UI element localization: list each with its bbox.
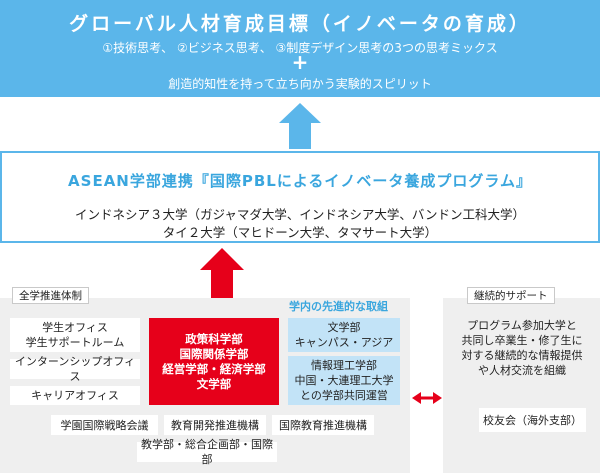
internship-office-box: インターンシップオフィス — [10, 355, 140, 383]
red-up-arrow-icon — [200, 248, 244, 298]
education-development-org-box: 教育開発推進機構 — [164, 415, 266, 435]
letters-campus-asia-box: 文学部 キャンパス・アジア — [288, 318, 400, 352]
info-science-dalian-box: 情報理工学部 中国・大連理工大学 との学部共同運営 — [288, 356, 400, 405]
faculties-box: 政策科学部 国際関係学部 経営学部・経済学部 文学部 — [149, 318, 279, 405]
continuous-support-tag: 継続的サポート — [467, 287, 555, 304]
goal-spirit: 創造的知性を持って立ち向かう実験的スピリット — [168, 77, 432, 91]
goal-title: グローバル人材育成目標（イノベータの育成） — [69, 13, 531, 35]
global-strategy-council-box: 学園国際戦略会議 — [51, 415, 158, 435]
alumni-association-box: 校友会（海外支部） — [479, 408, 586, 432]
goal-thinking-mix: ①技術思考、 ②ビジネス思考、 ③制度デザイン思考の3つの思考ミックス — [102, 41, 498, 55]
blue-up-arrow-icon — [279, 103, 321, 149]
admin-divisions-box: 教学部・総合企画部・国際部 — [137, 438, 277, 466]
advanced-initiatives-label: 学内の先進的な取組 — [289, 300, 388, 313]
career-office-box: キャリアオフィス — [10, 386, 140, 405]
university-wide-system-tag: 全学推進体制 — [12, 287, 89, 304]
program-indonesia-universities: インドネシア３大学（ガジャマダ大学、インドネシア大学、バンドン工科大学） — [74, 207, 525, 222]
continuous-support-panel — [443, 298, 600, 473]
goal-box: グローバル人材育成目標（イノベータの育成） ①技術思考、 ②ビジネス思考、 ③制… — [0, 0, 600, 97]
student-office-box: 学生オフィス 学生サポートルーム — [10, 318, 140, 352]
international-education-org-box: 国際教育推進機構 — [272, 415, 374, 435]
continuous-support-description: プログラム参加大学と 共同し卒業生・修了生に 対する継続的な情報提供 や人材交流… — [461, 319, 583, 377]
program-title: ASEAN学部連携『国際PBLによるイノベータ養成プログラム』 — [68, 172, 532, 190]
double-arrow-icon — [412, 392, 442, 404]
goal-plus-sign: + — [291, 50, 309, 74]
program-box: ASEAN学部連携『国際PBLによるイノベータ養成プログラム』 インドネシア３大… — [0, 151, 600, 243]
program-thai-universities: タイ２大学（マヒドーン大学、タマサート大学） — [162, 225, 438, 240]
